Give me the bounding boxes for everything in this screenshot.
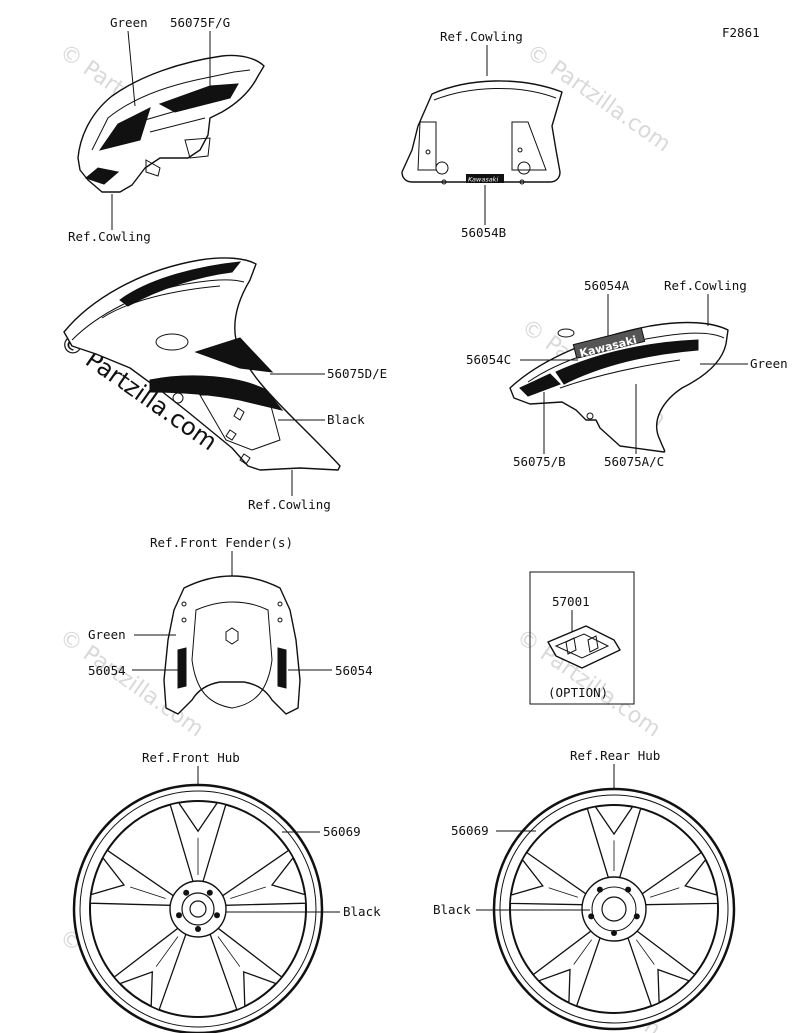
label-black-1: Black [327, 412, 365, 427]
spoke-groove [649, 887, 680, 898]
label-56075B: 56075/B [513, 454, 566, 469]
spoke-groove [230, 886, 266, 899]
label-ref-rear-hub: Ref.Rear Hub [570, 748, 660, 763]
spoke-groove [155, 936, 179, 967]
label-56069-rear: 56069 [451, 823, 489, 838]
spoke-groove [573, 939, 593, 965]
label-56054-left: 56054 [88, 663, 126, 678]
label-ref-cowling-2: Ref.Cowling [440, 29, 523, 44]
hub-bolt [206, 889, 213, 896]
spoke-groove [635, 939, 655, 965]
wheel-spoke [641, 851, 719, 906]
hub-bolt [596, 886, 603, 893]
label-ref-front-hub: Ref.Front Hub [142, 750, 240, 765]
label-black-front: Black [343, 904, 381, 919]
right-side-cowl-drawing: Kawasaki [509, 321, 729, 453]
hub-bolt [214, 912, 220, 919]
spoke-groove [548, 887, 579, 898]
label-56069-front: 56069 [323, 824, 361, 839]
label-ref-front-fender: Ref.Front Fender(s) [150, 535, 293, 550]
figure-code: F2861 [722, 25, 760, 40]
hub-bolt [633, 913, 640, 920]
windscreen-logo: Kawasaki [468, 176, 498, 184]
label-56054C: 56054C [466, 352, 511, 367]
label-57001: 57001 [552, 594, 590, 609]
wheel-spoke [113, 927, 187, 1011]
label-56054A: 56054A [584, 278, 630, 293]
hub-bolt [611, 930, 617, 936]
front-fender-drawing [163, 575, 301, 715]
wheel-spoke [89, 849, 175, 906]
wheel-spoke [532, 930, 601, 1007]
label-option: (OPTION) [548, 685, 608, 700]
spoke-groove [130, 886, 166, 899]
hub-bolt [176, 912, 182, 919]
spoke-groove [217, 936, 241, 967]
label-green-fender: Green [88, 627, 126, 642]
windscreen-drawing: Kawasaki [401, 80, 563, 185]
label-ref-cowling-3: Ref.Cowling [248, 497, 331, 512]
wheel-spoke [509, 851, 587, 906]
hub-bolt [588, 913, 595, 920]
left-side-cowl-drawing [63, 257, 341, 471]
hub-bolt [625, 886, 632, 893]
upper-cowl-drawing [77, 54, 265, 193]
label-green-right: Green [750, 356, 788, 371]
rear-wheel-drawing [492, 787, 736, 1031]
label-ref-cowling-4: Ref.Cowling [664, 278, 747, 293]
wheel-spoke [627, 930, 696, 1007]
label-56054-right: 56054 [335, 663, 373, 678]
option-box [529, 571, 635, 705]
label-56054B: 56054B [461, 225, 506, 240]
label-56075FG: 56075F/G [170, 15, 230, 30]
front-wheel-drawing [72, 783, 324, 1033]
leader-line [127, 30, 136, 107]
wheel-spoke [209, 927, 283, 1011]
hub-bolt [183, 889, 190, 896]
label-56075AC: 56075A/C [604, 454, 664, 469]
wheel-spoke [221, 849, 307, 906]
label-green-top: Green [110, 15, 148, 30]
label-ref-cowling-1: Ref.Cowling [68, 229, 151, 244]
label-56075DE: 56075D/E [327, 366, 387, 381]
label-black-rear: Black [433, 902, 471, 917]
hub-bolt [195, 926, 201, 932]
